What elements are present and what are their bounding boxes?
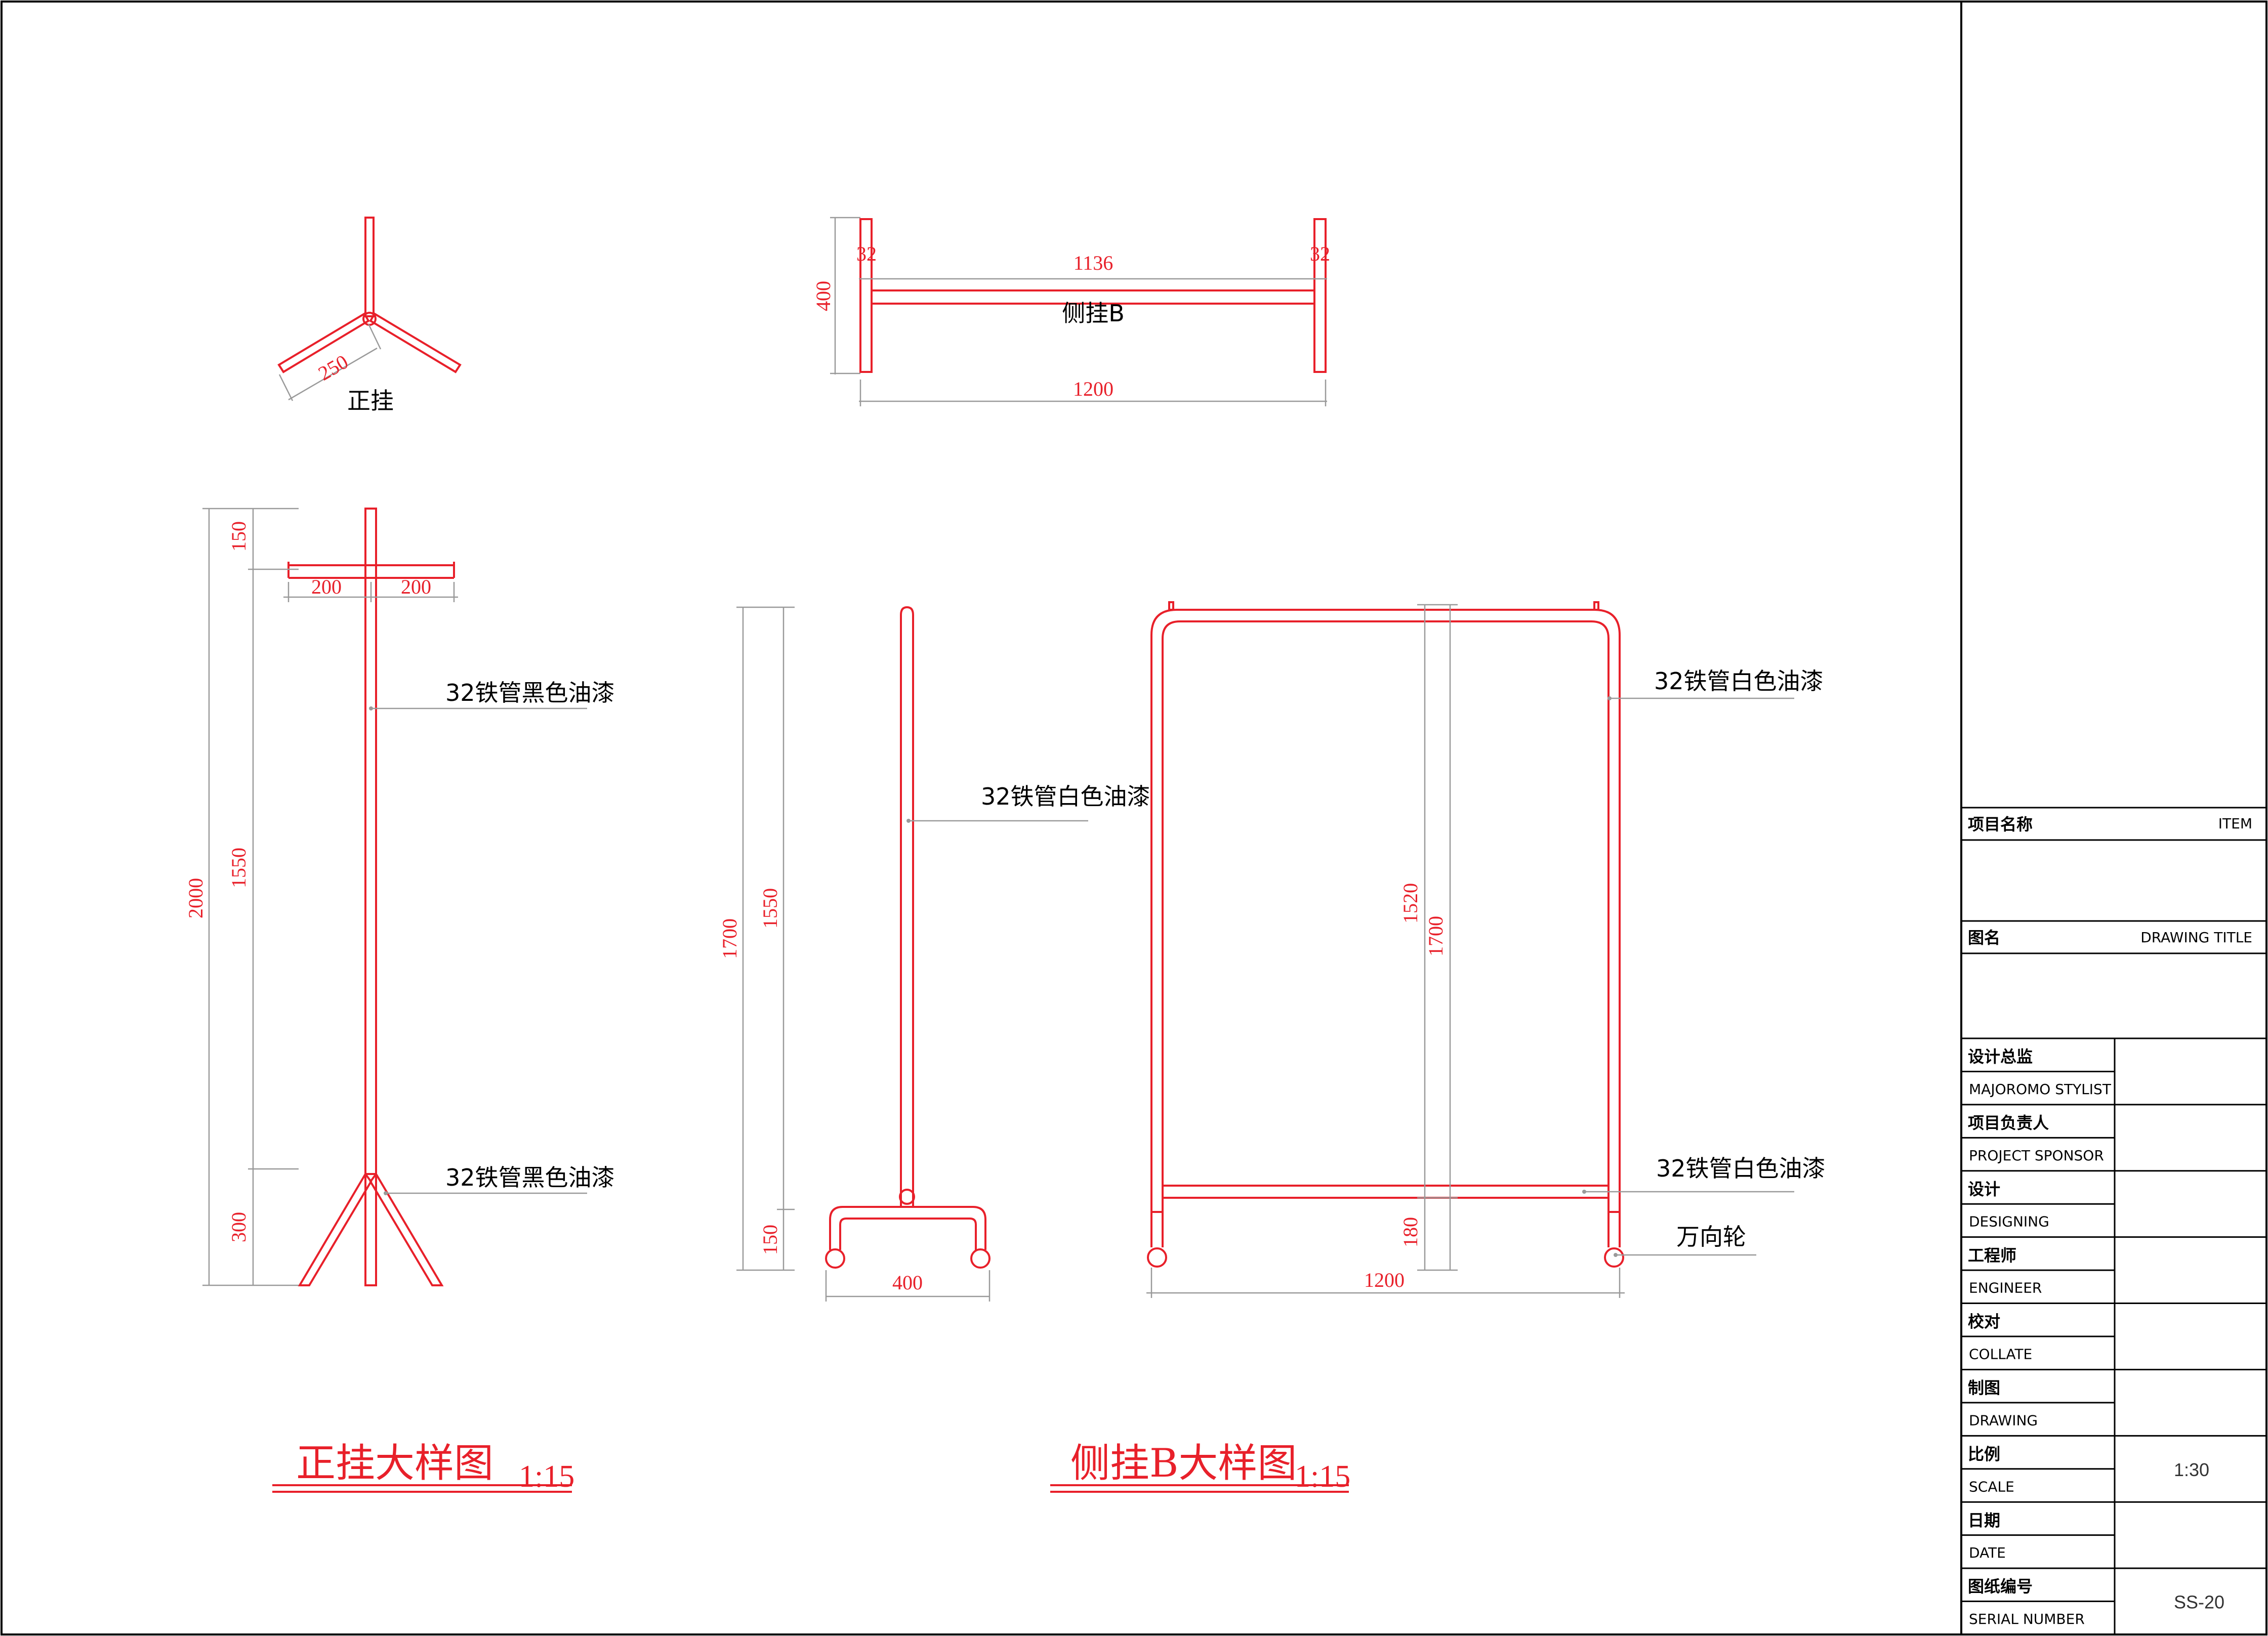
drawing-title-label-en: DRAWING TITLE bbox=[2140, 929, 2252, 946]
title-block-row-label-en: COLLATE bbox=[1969, 1346, 2032, 1363]
front-note-lower: 32铁管黑色油漆 bbox=[445, 1164, 615, 1191]
title-block-row-label-cn: 比例 bbox=[1968, 1444, 2000, 1463]
side-front-dim-1700: 1700 bbox=[1424, 916, 1447, 956]
side-plan-label: 侧挂B bbox=[1062, 300, 1125, 327]
title-block-row-label-cn: 图纸编号 bbox=[1968, 1577, 2033, 1596]
drawing-title-label-cn: 图名 bbox=[1968, 928, 2000, 947]
front-elev-dim-200-right: 200 bbox=[401, 575, 431, 598]
side-front-note-lower: 32铁管白色油漆 bbox=[1656, 1155, 1826, 1182]
left-title-scale: 1:15 bbox=[519, 1459, 574, 1494]
side-rack-plan-view: 32 1136 32 1200 400 侧挂B bbox=[812, 217, 1330, 406]
front-plan-dim-250: 250 bbox=[314, 350, 352, 385]
side-front-dim-180: 180 bbox=[1399, 1217, 1422, 1247]
title-block-row-label-en: PROJECT SPONSOR bbox=[1969, 1147, 2104, 1164]
side-plan-dim-32-left: 32 bbox=[856, 242, 877, 265]
title-block-row-label-cn: 工程师 bbox=[1968, 1246, 2016, 1265]
front-note-upper: 32铁管黑色油漆 bbox=[445, 679, 615, 706]
front-elev-dim-300: 300 bbox=[227, 1212, 250, 1242]
title-block-row-label-cn: 项目负责人 bbox=[1968, 1113, 2049, 1132]
right-title-text: 侧挂B大样图 bbox=[1070, 1441, 1297, 1486]
right-title-scale: 1:15 bbox=[1295, 1459, 1350, 1494]
side-elev-dim-1550: 1550 bbox=[759, 888, 781, 929]
title-block-rows: 设计总监 MAJOROMO STYLIST 项目负责人 PROJECT SPONSOR… bbox=[1961, 1047, 2266, 1627]
side-front-note-upper: 32铁管白色油漆 bbox=[1654, 667, 1824, 695]
caster-note: 万向轮 bbox=[1676, 1223, 1746, 1250]
title-block-row-label-cn: 校对 bbox=[1968, 1312, 2000, 1331]
title-block-row-label-en: SERIAL NUMBER bbox=[1969, 1611, 2085, 1627]
title-block-row-label-en: DRAWING bbox=[1969, 1412, 2038, 1429]
side-rack-side-elevation-view: 1700 1550 150 400 32铁管白色油漆 bbox=[718, 606, 1150, 1302]
side-plan-dim-1200: 1200 bbox=[1073, 377, 1114, 400]
front-rack-plan-view: 250 正挂 bbox=[277, 217, 462, 414]
side-rack-front-elevation-view: 1520 1700 180 1200 32铁管白色油漆 32铁管白色油漆 万向轮 bbox=[1146, 601, 1826, 1298]
front-elev-dim-200-left: 200 bbox=[311, 575, 342, 598]
front-elev-dim-150: 150 bbox=[227, 521, 250, 552]
title-block-row-value: SS-20 bbox=[2174, 1592, 2224, 1613]
title-block-row-label-en: DATE bbox=[1969, 1544, 2006, 1561]
side-elev-dim-1700: 1700 bbox=[718, 918, 741, 959]
item-label-cn: 项目名称 bbox=[1968, 815, 2033, 834]
left-drawing-title: 正挂大样图 1:15 bbox=[272, 1441, 574, 1494]
item-label-en: ITEM bbox=[2218, 815, 2252, 832]
right-drawing-title: 侧挂B大样图 1:15 bbox=[1050, 1441, 1350, 1494]
side-elev-note: 32铁管白色油漆 bbox=[981, 783, 1150, 810]
side-plan-dim-400: 400 bbox=[812, 281, 835, 311]
side-elev-dim-400: 400 bbox=[892, 1271, 923, 1294]
title-block-row-value: 1:30 bbox=[2174, 1459, 2209, 1480]
front-elev-dim-1550: 1550 bbox=[227, 848, 250, 888]
title-block-row-label-cn: 设计总监 bbox=[1968, 1047, 2033, 1066]
title-block: 项目名称 ITEM 图名 DRAWING TITLE 设计总监 MAJOROMO … bbox=[1961, 807, 2266, 1634]
title-block-row-label-en: ENGINEER bbox=[1969, 1280, 2042, 1296]
title-block-row-label-en: DESIGNING bbox=[1969, 1213, 2049, 1230]
title-block-row-label-cn: 日期 bbox=[1968, 1511, 2000, 1530]
side-elev-dim-150: 150 bbox=[759, 1225, 781, 1255]
title-block-row-label-cn: 制图 bbox=[1968, 1378, 2000, 1398]
front-elev-dim-2000: 2000 bbox=[184, 878, 207, 918]
side-front-dim-1520: 1520 bbox=[1399, 883, 1422, 924]
front-rack-elevation-view: 150 200 200 1550 2000 300 32铁管黑色油漆 32铁管黑… bbox=[184, 508, 615, 1286]
side-plan-dim-32-right: 32 bbox=[1310, 242, 1330, 265]
title-block-row-label-en: SCALE bbox=[1969, 1478, 2014, 1495]
front-plan-label: 正挂 bbox=[347, 387, 394, 414]
side-plan-dim-1136: 1136 bbox=[1074, 251, 1114, 274]
title-block-row-label-en: MAJOROMO STYLIST bbox=[1969, 1081, 2112, 1098]
side-front-dim-1200: 1200 bbox=[1364, 1269, 1405, 1291]
title-block-row-label-cn: 设计 bbox=[1968, 1180, 2000, 1199]
left-title-text: 正挂大样图 bbox=[296, 1441, 493, 1486]
